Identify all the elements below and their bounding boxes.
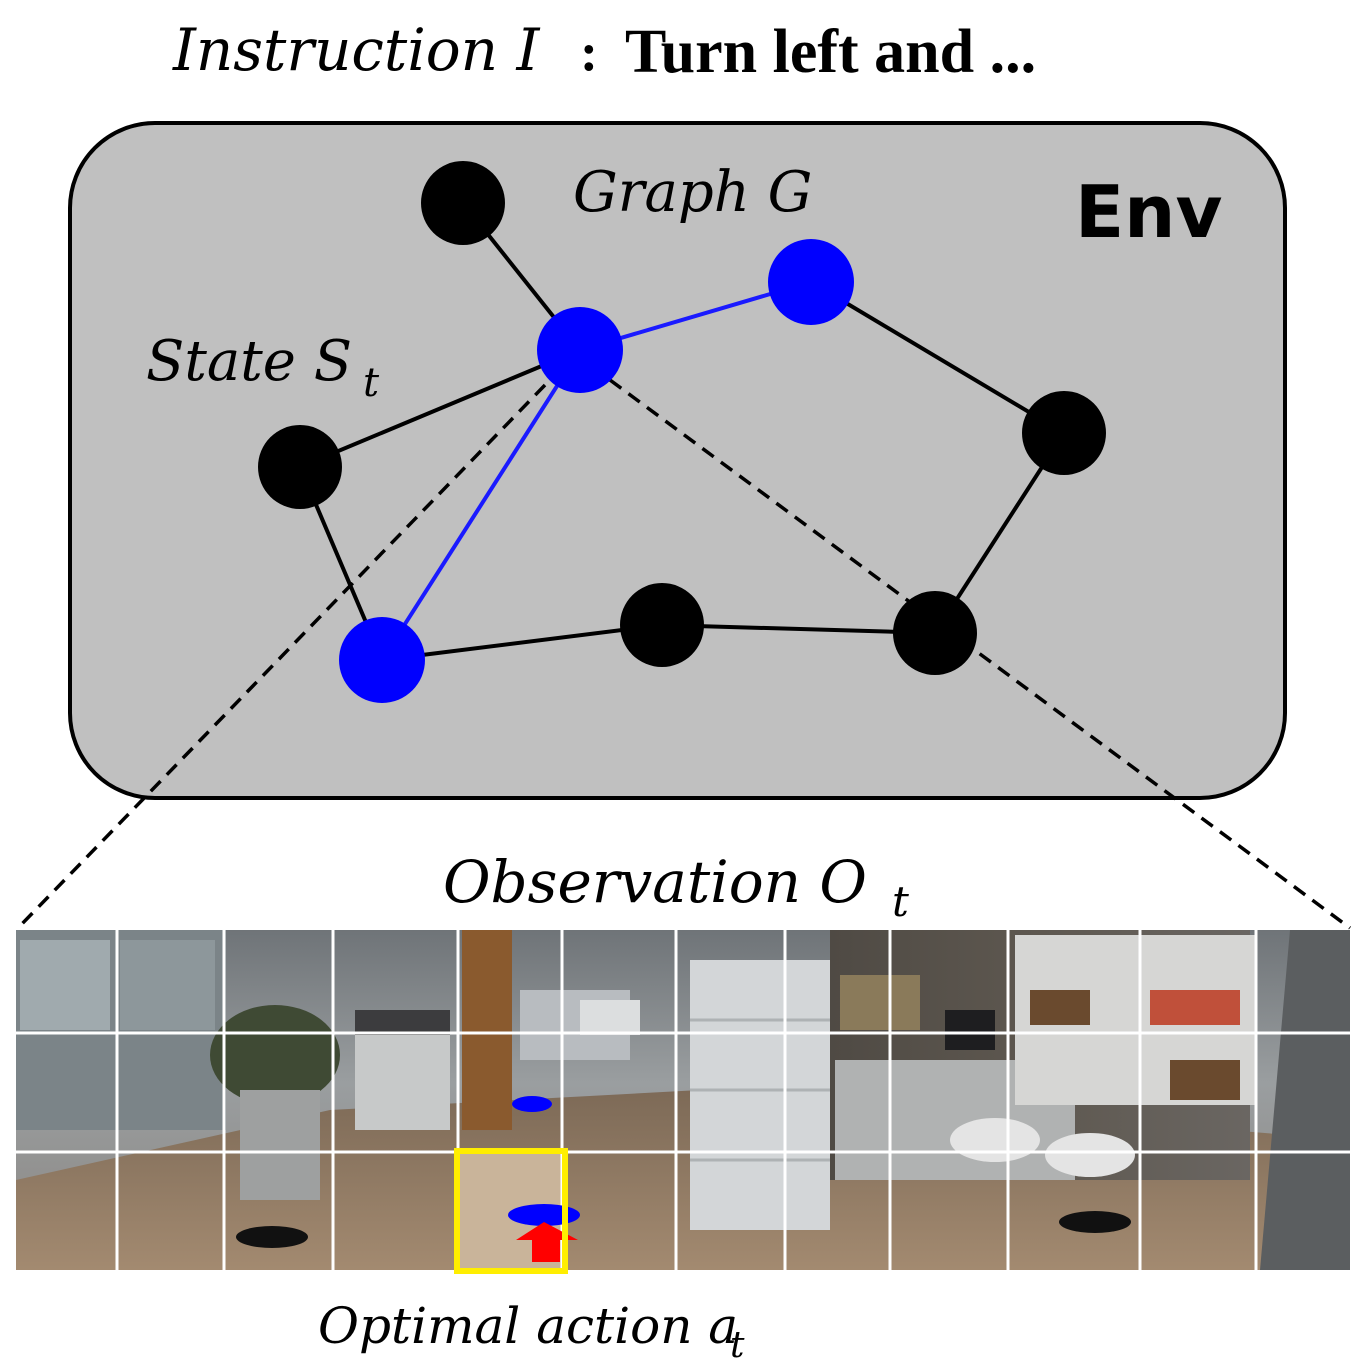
path-node (339, 617, 425, 703)
panorama-image (16, 930, 1350, 1270)
edge (381, 623, 663, 662)
edge (661, 623, 936, 635)
observation-label: Observation O (443, 848, 867, 916)
waypoint-marker (512, 1096, 552, 1112)
path-nodes (339, 239, 854, 703)
edge (809, 280, 1066, 435)
node (1022, 391, 1106, 475)
graph-nodes (258, 161, 1106, 675)
env-label: Env (1075, 170, 1222, 254)
node (421, 161, 505, 245)
projection-line-left (16, 383, 547, 930)
projection-line-right (608, 378, 1352, 930)
state-label: State S (146, 329, 352, 394)
instruction-text: Turn left and ... (625, 18, 1036, 86)
path-node (768, 239, 854, 325)
optimal-action-box (454, 1148, 568, 1274)
action-subscript: t (730, 1325, 745, 1366)
node (258, 425, 342, 509)
path-edge (380, 348, 582, 662)
edge (299, 348, 581, 469)
instruction-colon: : (580, 22, 598, 82)
instruction-label: Instruction I (172, 16, 540, 84)
path-node-current (537, 307, 623, 393)
observation-subscript: t (892, 877, 909, 926)
action-label: Optimal action a (318, 1297, 738, 1355)
state-subscript: t (363, 360, 380, 406)
node (620, 583, 704, 667)
observation-grid (16, 930, 1350, 1270)
graph-label: Graph G (573, 160, 812, 225)
node (893, 591, 977, 675)
